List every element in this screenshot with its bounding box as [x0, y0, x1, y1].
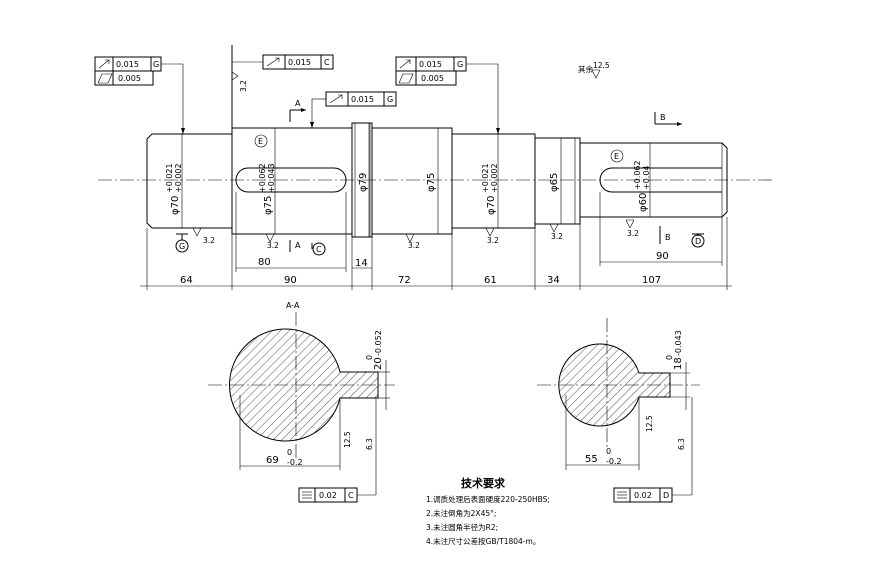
len-key2: 90 — [656, 251, 669, 262]
rough-s4: 3.2 — [487, 236, 499, 245]
keyway-2 — [599, 167, 722, 193]
tol-top-runout-datum: C — [324, 58, 330, 67]
len-l6: 34 — [547, 275, 560, 286]
sec-b-width-low: -0.043 — [674, 330, 683, 356]
section-cut-marks: A A B B — [289, 99, 682, 252]
datum-symbols: G C D — [175, 233, 705, 256]
len-l1: 64 — [180, 275, 193, 286]
d1-tol-up: +0.021 — [165, 163, 174, 193]
rough-s6: 3.2 — [627, 229, 639, 238]
rough-s5: 3.2 — [551, 232, 563, 241]
seg2-body — [231, 127, 353, 235]
section-a-bottom: A — [295, 241, 301, 250]
note-item-4: 4.未注尺寸公差按GB/T1804-m。 — [426, 536, 540, 546]
sec-a-width-up: 0 — [365, 355, 374, 360]
d7-tol-low: +0.04 — [642, 165, 651, 190]
len-l4: 72 — [398, 275, 411, 286]
sec-a-width-main: 20 — [373, 357, 384, 370]
notes-title: 技术要求 — [461, 476, 506, 490]
sec-b-depth-low: -0.2 — [606, 457, 622, 466]
seg7-body — [580, 142, 728, 218]
section-a-title: A-A — [286, 301, 300, 310]
sec-b-width-up: 0 — [665, 355, 674, 360]
d5-tol-low: +0.002 — [490, 163, 499, 193]
sec-a-depth-main: 69 — [266, 455, 279, 466]
tol-right-runout-value: 0.015 — [419, 60, 442, 69]
note-item-2: 2.未注倒角为2X45°; — [426, 508, 496, 518]
section-b-shape — [558, 343, 671, 427]
section-a-top: A — [295, 99, 301, 108]
len-l2: 90 — [284, 275, 297, 286]
sec-b-width-main: 18 — [673, 357, 684, 370]
datum-g: G — [179, 242, 185, 251]
diameter-labels: φ70 +0.021 +0.002 φ75 +0.062 +0.043 φ79 … — [165, 123, 651, 237]
d7-main: φ60 — [638, 193, 649, 212]
d7-tol-up: +0.062 — [633, 160, 642, 190]
section-a-shape — [229, 328, 379, 442]
d4-label: φ75 — [426, 173, 437, 192]
tol-mid-runout-datum: G — [387, 95, 393, 104]
rough-top: 3.2 — [239, 80, 248, 92]
tol-top-runout-value: 0.015 — [288, 58, 311, 67]
technical-notes: 技术要求 1.调质处理后表面硬度220-250HBS; 2.未注倒角为2X45°… — [426, 476, 550, 546]
rough-rest-label: 其余 — [578, 64, 593, 74]
section-a: A-A 0 20 -0.052 69 0 -0.2 12.5 6.3 0.02 — [208, 301, 395, 503]
tol-left-cyl-value: 0.005 — [118, 74, 141, 83]
datum-e1: E — [258, 137, 263, 146]
len-l5: 61 — [484, 275, 497, 286]
rough-rest-value: 12.5 — [593, 61, 610, 70]
tol-right-cyl-value: 0.005 — [421, 74, 444, 83]
sec-a-depth-up: 0 — [287, 448, 292, 457]
d2-tol-up: +0.062 — [258, 163, 267, 193]
sym-a-datum: C — [348, 491, 354, 500]
note-item-3: 3.未注圆角半径为R2; — [426, 522, 498, 532]
sec-a-depth-low: -0.2 — [287, 458, 303, 467]
sym-a-value: 0.02 — [319, 491, 337, 500]
seg1-end — [146, 133, 153, 229]
section-b-top: B — [660, 113, 666, 122]
d1-main: φ70 — [170, 196, 181, 215]
datum-d: D — [695, 237, 701, 246]
section-b-bottom: B — [665, 233, 671, 242]
rough-s1: 3.2 — [203, 236, 215, 245]
d5-main: φ70 — [486, 196, 497, 215]
seg4-body — [371, 127, 453, 235]
rough-s2: 3.2 — [267, 241, 279, 250]
rough-key-a2: 6.3 — [365, 438, 374, 450]
rough-s3: 3.2 — [408, 241, 420, 250]
note-item-1: 1.调质处理后表面硬度220-250HBS; — [426, 494, 550, 504]
d3-label: φ79 — [358, 173, 369, 192]
roughness-main: 3.2 3.2 3.2 3.2 3.2 3.2 3.2 其余 12.5 — [192, 61, 639, 250]
rough-key-b2: 6.3 — [677, 438, 686, 450]
len-l3: 14 — [355, 258, 368, 269]
section-b: 0 18 -0.043 55 0 -0.2 12.5 6.3 0.02 D — [537, 318, 700, 503]
keyway-1 — [235, 167, 347, 193]
d2-main: φ75 — [263, 196, 274, 215]
d1-tol-low: +0.002 — [174, 163, 183, 193]
sym-b-datum: D — [663, 491, 669, 500]
sym-b-value: 0.02 — [634, 491, 652, 500]
sec-b-depth-main: 55 — [585, 454, 598, 465]
datum-c: C — [316, 245, 322, 254]
rough-key-b: 12.5 — [645, 415, 654, 432]
rough-key-a: 12.5 — [343, 431, 352, 448]
tol-right-runout-datum: G — [457, 60, 463, 69]
d6-label: φ65 — [549, 173, 560, 192]
sec-b-depth-up: 0 — [606, 447, 611, 456]
len-key1: 80 — [258, 257, 271, 268]
tol-mid-runout-value: 0.015 — [351, 95, 374, 104]
sec-a-width-low: -0.052 — [374, 330, 383, 356]
tol-left-runout-datum: G — [153, 60, 159, 69]
d5-tol-up: +0.021 — [481, 163, 490, 193]
tol-left-runout-value: 0.015 — [116, 60, 139, 69]
len-l7: 107 — [642, 275, 661, 286]
tolerance-frames-main: 0.015 G 0.005 0.015 C 0.015 G 0.015 — [94, 45, 500, 134]
datum-e-markers: E E — [254, 134, 624, 163]
length-dimensions: 64 90 14 72 61 34 107 80 90 — [140, 192, 732, 290]
d2-tol-low: +0.043 — [267, 163, 276, 193]
datum-e2: E — [614, 152, 619, 161]
